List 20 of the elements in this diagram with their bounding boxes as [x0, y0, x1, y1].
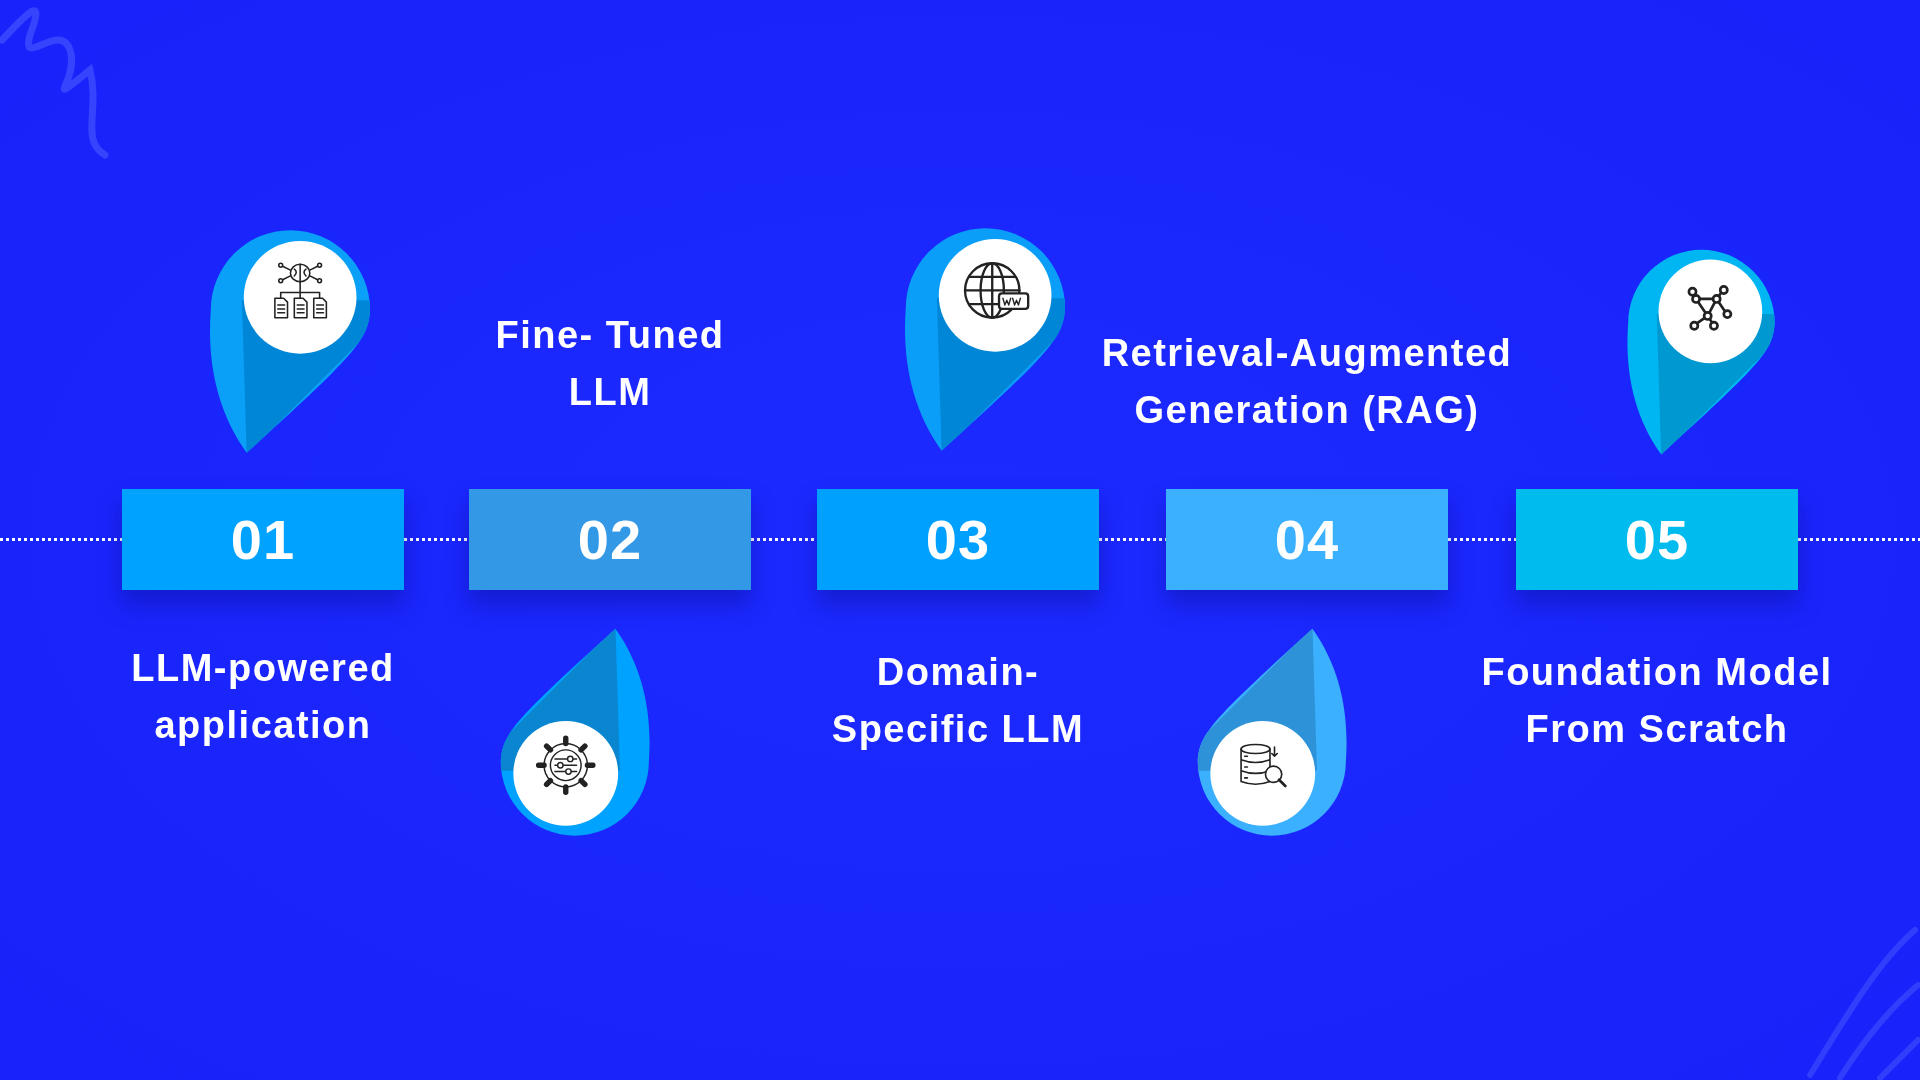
step-number-box — [469, 489, 751, 590]
step-title: Domain- Specific LLM — [830, 650, 1086, 752]
step-number: 05 — [1624, 507, 1690, 572]
timeline-line — [0, 538, 122, 541]
step-title: LLM-powered application — [130, 646, 396, 748]
step-number: 04 — [1274, 507, 1340, 572]
step-number-box — [122, 489, 404, 590]
timeline-line — [1448, 538, 1516, 541]
step-title: Fine- Tuned LLM — [494, 313, 726, 415]
step-title: Foundation Model From Scratch — [1480, 650, 1834, 752]
step-number: 03 — [925, 507, 991, 572]
step-number-box — [1516, 489, 1798, 590]
step-number-box — [1166, 489, 1448, 590]
step-title: Retrieval-Augmented Generation (RAG) — [1100, 331, 1514, 433]
timeline-line — [404, 538, 469, 541]
timeline-line — [1798, 538, 1920, 541]
timeline-line — [751, 538, 817, 541]
step-number-box — [817, 489, 1099, 590]
step-number: 01 — [230, 507, 296, 572]
step-number: 02 — [577, 507, 643, 572]
